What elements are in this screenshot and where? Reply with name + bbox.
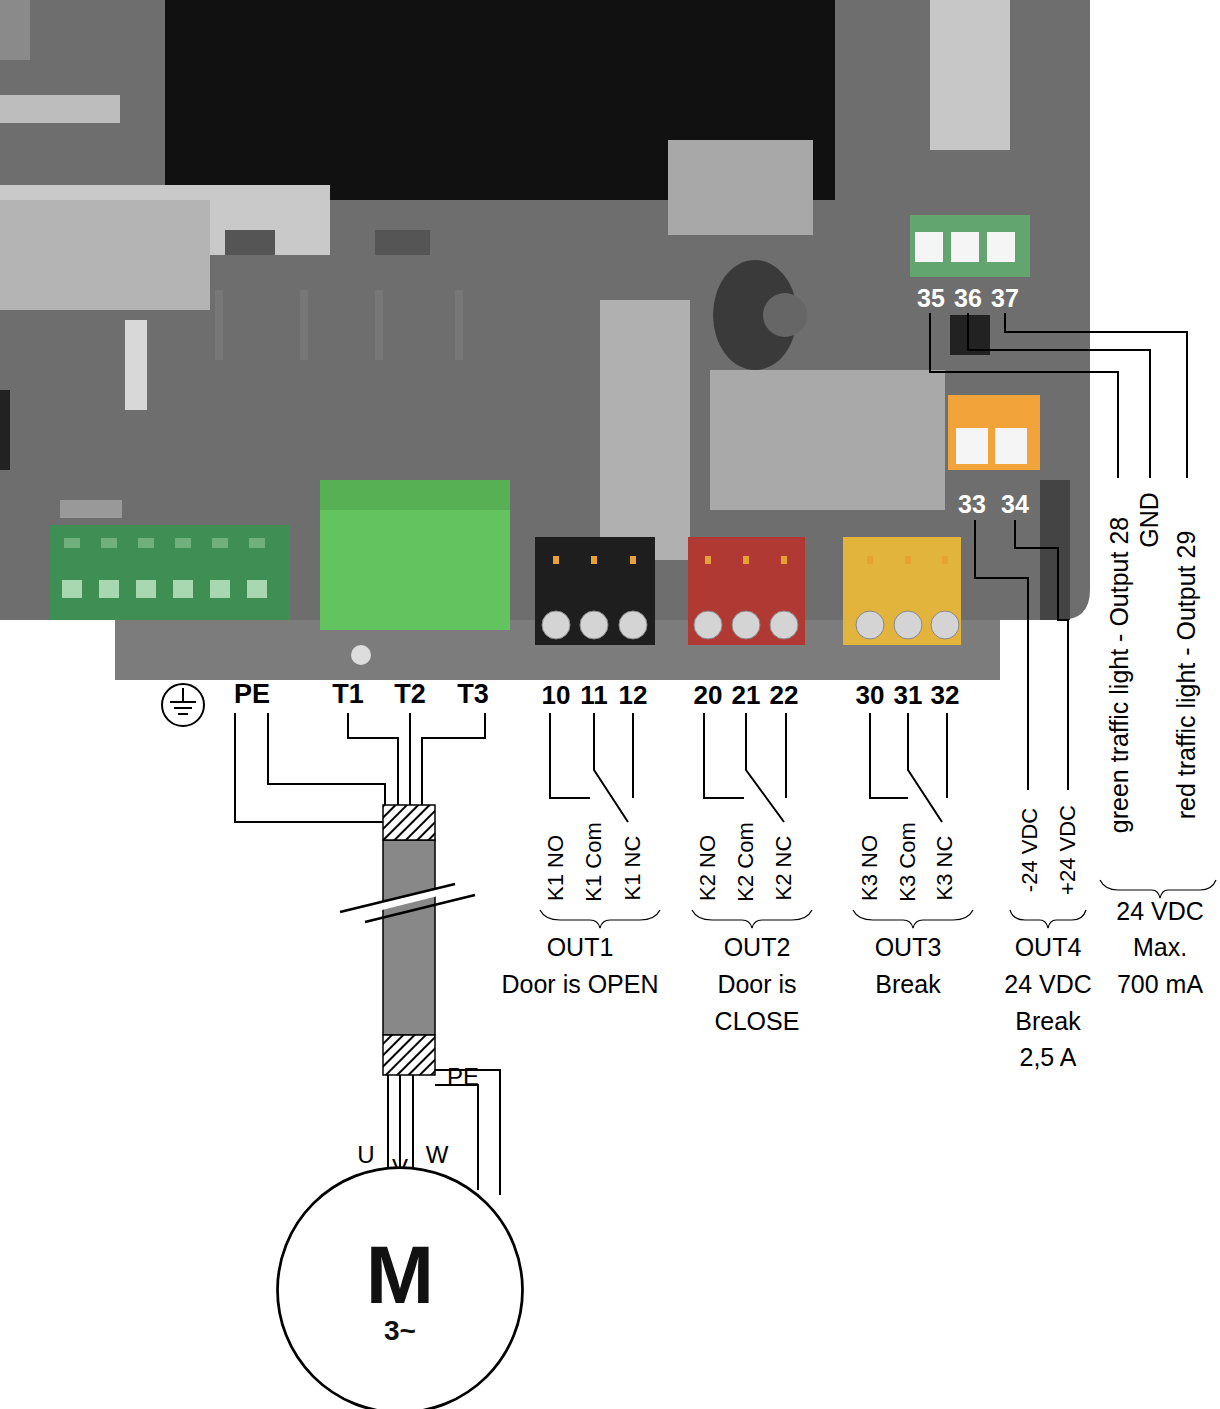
- contact-name: K2 NC: [772, 836, 796, 901]
- pin-number: 20: [694, 681, 723, 710]
- contact-name: K1 NC: [621, 836, 645, 901]
- terminal-label: T1: [332, 680, 364, 710]
- terminal-label: PE: [234, 680, 270, 710]
- signal-label: GND: [1136, 492, 1164, 548]
- contact-name: K2 Com: [734, 822, 758, 901]
- pin-number: 10: [542, 681, 571, 710]
- pin-number: 12: [619, 681, 648, 710]
- pin-number: 22: [770, 681, 799, 710]
- terminal-label: T2: [394, 680, 426, 710]
- pin-number: 32: [931, 681, 960, 710]
- contact-name: K3 NC: [933, 836, 957, 901]
- supply-label: -24 VDC: [1018, 808, 1042, 892]
- phase-note: 3~: [275, 1316, 525, 1347]
- output-name: OUT3: [875, 934, 942, 962]
- terminal-label: T3: [457, 680, 489, 710]
- phase-label: U: [357, 1142, 374, 1168]
- output-note: 2,5 A: [1020, 1044, 1077, 1072]
- output-name: OUT1: [547, 934, 614, 962]
- contact-name: K3 Com: [896, 822, 920, 901]
- rating-note: Max.: [1133, 934, 1187, 962]
- phase-label: W: [426, 1142, 449, 1168]
- motor-symbol: M: [275, 1234, 525, 1316]
- supply-label: +24 VDC: [1056, 805, 1080, 895]
- contact-name: K1 NO: [544, 835, 568, 901]
- output-name: OUT4: [1015, 934, 1082, 962]
- rating-note: 24 VDC: [1116, 898, 1204, 926]
- pin-number: 35: [917, 285, 945, 313]
- contact-name: K2 NO: [696, 835, 720, 901]
- signal-label: red traffic light - Output 29: [1173, 531, 1201, 820]
- pin-number: 31: [894, 681, 923, 710]
- output-name: OUT2: [724, 934, 791, 962]
- output-note: Door is: [717, 971, 796, 999]
- pin-number: 34: [1001, 491, 1029, 519]
- motor-circle: M3~: [275, 1165, 525, 1409]
- pin-number: 11: [580, 681, 608, 710]
- contact-name: K3 NO: [858, 835, 882, 901]
- contact-name: K1 Com: [582, 822, 606, 901]
- pin-number: 33: [958, 491, 986, 519]
- output-note: Break: [875, 971, 940, 999]
- pin-number: 36: [954, 285, 982, 313]
- pin-number: 21: [732, 681, 761, 710]
- output-note: 24 VDC: [1004, 971, 1092, 999]
- output-note: Break: [1015, 1008, 1080, 1036]
- earth-label: PE: [447, 1064, 479, 1090]
- pin-number: 30: [856, 681, 885, 710]
- output-note: Door is OPEN: [502, 971, 659, 999]
- signal-label: green traffic light - Output 28: [1106, 517, 1134, 833]
- rating-note: 700 mA: [1117, 971, 1203, 999]
- pin-number: 37: [991, 285, 1019, 313]
- output-note: CLOSE: [715, 1008, 800, 1036]
